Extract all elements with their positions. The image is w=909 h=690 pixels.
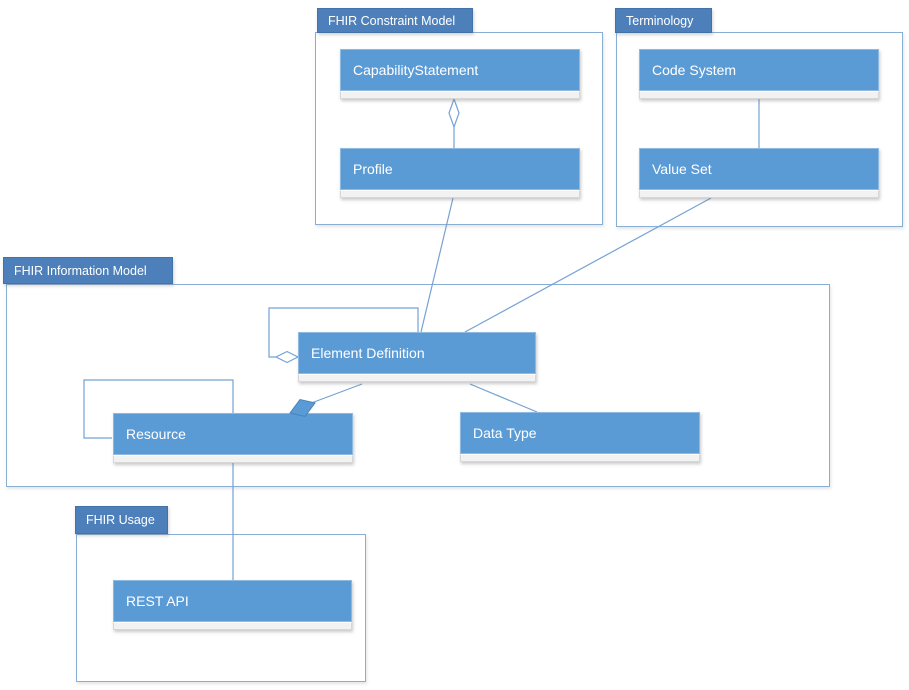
aggregation-diamond-icon [274,350,300,364]
package-tab-fhir-information-model: FHIR Information Model [3,257,173,284]
class-attributes-compartment [113,622,352,630]
class-element-definition: Element Definition [298,332,536,382]
package-title: FHIR Information Model [14,263,147,278]
class-attributes-compartment [460,454,700,462]
package-body-terminology [616,32,903,227]
class-label: Code System [639,49,879,91]
class-attributes-compartment [113,455,353,463]
connector-valueset-elementdefinition [464,197,712,333]
class-attributes-compartment [639,190,879,198]
connector-elementdefinition-self-loop [268,307,419,358]
class-label: Data Type [460,412,700,454]
class-label: Resource [113,413,353,455]
class-data-type: Data Type [460,412,700,462]
class-rest-api: REST API [113,580,352,630]
package-title: FHIR Usage [86,513,155,527]
class-label: Element Definition [298,332,536,374]
package-tab-fhir-constraint-model: FHIR Constraint Model [317,8,473,33]
class-resource: Resource [113,413,353,463]
package-body-fhir-information-model [6,284,830,487]
class-label: REST API [113,580,352,622]
aggregation-diamond-icon [448,97,460,129]
package-title: Terminology [626,13,694,28]
class-code-system: Code System [639,49,879,99]
class-attributes-compartment [298,374,536,382]
package-title: FHIR Constraint Model [328,13,456,28]
class-attributes-compartment [340,190,580,198]
connector-resource-self-loop [83,379,234,439]
class-capability-statement: CapabilityStatement [340,49,580,99]
class-attributes-compartment [340,91,580,99]
connector-profile-elementdefinition [420,197,454,333]
class-label: CapabilityStatement [340,49,580,91]
class-label: Profile [340,148,580,190]
class-value-set: Value Set [639,148,879,198]
connector-elementdefinition-datatype [469,383,538,413]
class-attributes-compartment [639,91,879,99]
package-body-fhir-usage [76,534,366,682]
package-tab-fhir-usage: FHIR Usage [75,506,168,534]
class-profile: Profile [340,148,580,198]
package-tab-terminology: Terminology [615,8,712,33]
connector-elementdefinition-resource [305,383,363,406]
class-label: Value Set [639,148,879,190]
